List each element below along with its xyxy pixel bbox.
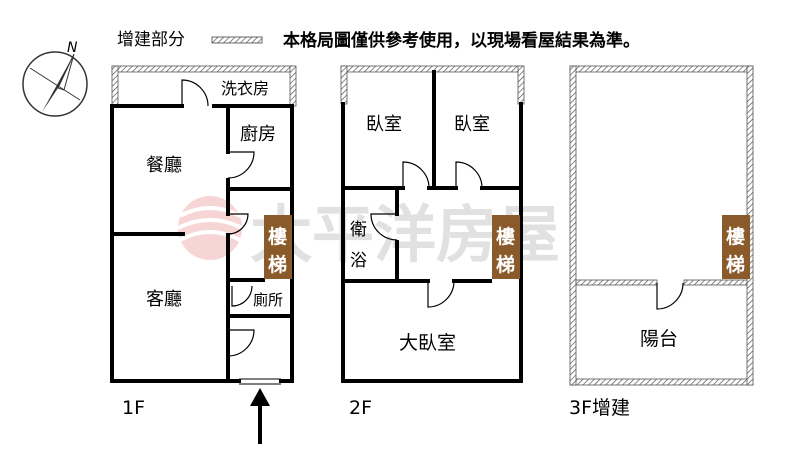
hatched-wall-right-2f xyxy=(517,65,525,105)
door-balcony xyxy=(656,282,684,310)
stairs-1f xyxy=(264,215,292,279)
legend: 增建部分 本格局圖僅供參考使用，以現場看屋結果為準。 xyxy=(117,30,640,51)
door-bedroom-right xyxy=(455,161,483,189)
hatched-wall-left xyxy=(111,65,119,107)
floor-1f-label: 1F xyxy=(122,397,145,419)
entrance-arrow-icon xyxy=(250,388,270,444)
door-hall xyxy=(227,329,255,357)
stairs-3f xyxy=(722,215,750,279)
stairs-2f-char-1: 樓 xyxy=(496,225,515,248)
hatched-wall-legend-icon xyxy=(211,36,263,44)
room-kitchen-label: 廚房 xyxy=(240,123,276,145)
stairs-1f-char-2: 梯 xyxy=(268,253,287,276)
floor-2f-label: 2F xyxy=(349,397,372,419)
floor-3f: 樓 梯 陽台 3F增建 xyxy=(569,65,754,419)
stairs-3f-char-2: 梯 xyxy=(726,253,745,276)
walls-2f xyxy=(341,70,523,383)
stairs-3f-char-1: 樓 xyxy=(726,225,745,248)
hatched-wall-top-2f xyxy=(340,65,523,73)
floor-2f: 樓 梯 臥室 臥室 衛 浴 大臥室 2F xyxy=(340,65,525,419)
door-stair-area xyxy=(227,213,249,235)
floor-1f: 樓 梯 洗衣房 廚房 餐廳 客廳 廁所 1F xyxy=(110,65,297,444)
compass-north-label: N xyxy=(67,40,78,56)
door-kitchen xyxy=(227,151,255,179)
stairs-1f-char-1: 樓 xyxy=(268,225,287,248)
door-master-bedroom xyxy=(427,280,455,308)
room-bedroom-right-label: 臥室 xyxy=(454,114,490,135)
room-balcony-label: 陽台 xyxy=(640,328,678,350)
compass-icon: N xyxy=(22,40,88,117)
door-laundry xyxy=(181,79,209,107)
hatched-wall-top xyxy=(111,65,294,73)
room-laundry-label: 洗衣房 xyxy=(221,79,269,98)
legend-note: 本格局圖僅供參考使用，以現場看屋結果為準。 xyxy=(283,30,640,51)
watermark-logo-icon xyxy=(177,196,243,260)
door-bathroom xyxy=(370,213,398,241)
room-master-bedroom-label: 大臥室 xyxy=(399,332,456,354)
room-dining-label: 餐廳 xyxy=(146,155,182,176)
legend-addition-label: 增建部分 xyxy=(117,30,185,50)
stairs-2f xyxy=(492,215,520,279)
hatched-wall-right xyxy=(289,65,297,107)
room-toilet-label: 廁所 xyxy=(253,291,283,309)
doors-2f xyxy=(370,161,483,308)
floor-3f-label: 3F增建 xyxy=(569,397,630,419)
room-bathroom-char-1: 衛 xyxy=(350,220,367,240)
doors-1f xyxy=(181,79,255,357)
room-bathroom-char-2: 浴 xyxy=(350,251,367,271)
door-bedroom-left xyxy=(402,161,430,189)
room-living-label: 客廳 xyxy=(146,289,182,310)
entrance-door xyxy=(239,378,281,385)
stairs-2f-char-2: 梯 xyxy=(496,253,515,276)
room-bedroom-left-label: 臥室 xyxy=(366,114,402,135)
door-toilet xyxy=(231,285,253,307)
hatched-wall-left-2f xyxy=(340,65,348,105)
